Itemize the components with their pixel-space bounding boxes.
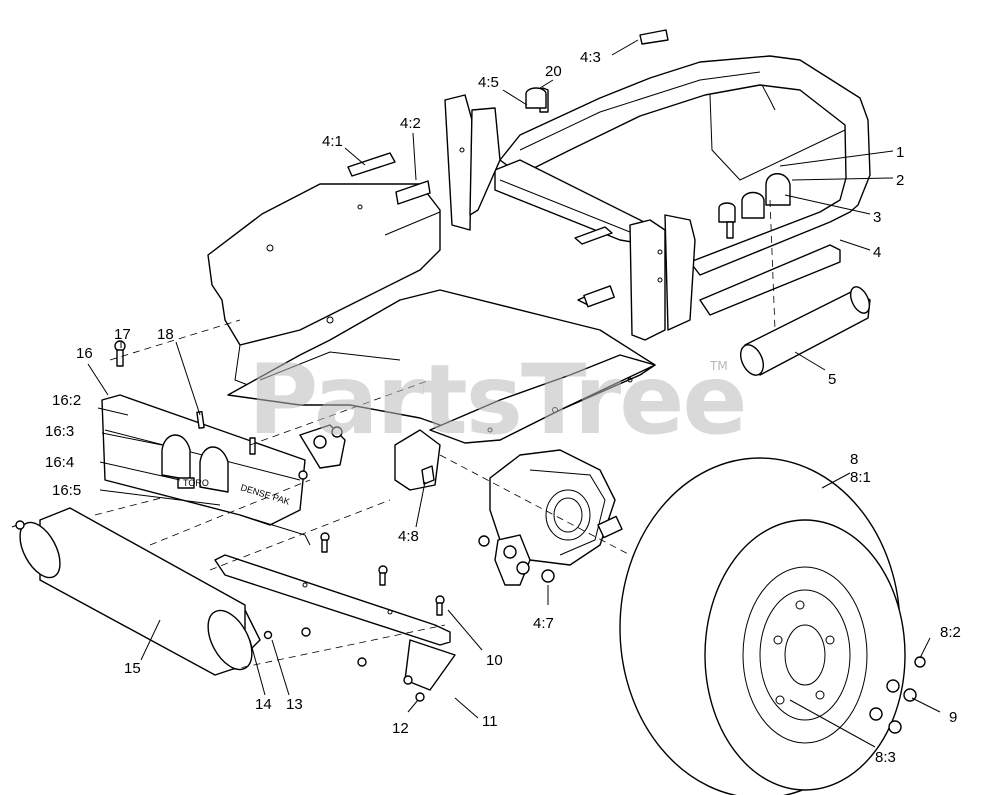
callout-8-3: 8:3 xyxy=(875,749,896,766)
callout-16-3: 16:3 xyxy=(45,423,74,440)
callout-4-2: 4:2 xyxy=(400,115,421,132)
leader-lines xyxy=(87,39,941,748)
front-bracket xyxy=(394,429,441,491)
callout-12: 12 xyxy=(392,720,409,737)
callout-4-1: 4:1 xyxy=(322,133,343,150)
callout-20: 20 xyxy=(545,63,562,80)
roller-bracket xyxy=(214,554,456,691)
callout-16-5: 16:5 xyxy=(52,482,81,499)
callout-17: 17 xyxy=(114,326,131,343)
deck-plate xyxy=(207,183,441,386)
decal-small-text: TORO xyxy=(183,478,209,488)
callout-4-7: 4:7 xyxy=(533,615,554,632)
callout-16-2: 16:2 xyxy=(52,392,81,409)
callout-4-8: 4:8 xyxy=(398,528,419,545)
callout-10: 10 xyxy=(486,652,503,669)
callout-16: 16 xyxy=(76,345,93,362)
watermark-brand: PartsTree xyxy=(248,344,745,456)
watermark-trademark: TM xyxy=(709,359,728,373)
callout-8: 8 xyxy=(850,451,858,468)
callout-18: 18 xyxy=(157,326,174,343)
callout-9: 9 xyxy=(949,709,957,726)
callout-4: 4 xyxy=(873,244,881,261)
hardware xyxy=(15,87,926,734)
callout-4-5: 4:5 xyxy=(478,74,499,91)
scraper-shield: TORO DENSE PAK xyxy=(101,394,311,546)
callout-15: 15 xyxy=(124,660,141,677)
axle-housing xyxy=(299,424,623,586)
callout-11: 11 xyxy=(482,713,498,730)
callout-16-4: 16:4 xyxy=(45,454,74,471)
floor-plate xyxy=(227,285,656,444)
tire-wheel xyxy=(619,457,906,795)
callout-8-1: 8:1 xyxy=(850,469,871,486)
callout-1: 1 xyxy=(896,144,904,161)
watermark: PartsTree TM xyxy=(248,344,747,456)
callout-3: 3 xyxy=(873,209,881,226)
callout-5: 5 xyxy=(828,371,836,388)
callout-13: 13 xyxy=(286,696,303,713)
tube-part xyxy=(739,286,871,376)
callout-2: 2 xyxy=(896,172,904,189)
callout-14: 14 xyxy=(255,696,272,713)
callout-8-2: 8:2 xyxy=(940,624,961,641)
frame-decals xyxy=(347,29,669,205)
assembly-lines xyxy=(94,199,776,671)
callout-4-3: 4:3 xyxy=(580,49,601,66)
frame-uprights xyxy=(444,94,696,341)
roller xyxy=(11,507,253,676)
callouts: 1 2 3 4 4:1 4:2 4:3 4:5 4:7 4:8 5 8 8:1 … xyxy=(45,49,961,766)
